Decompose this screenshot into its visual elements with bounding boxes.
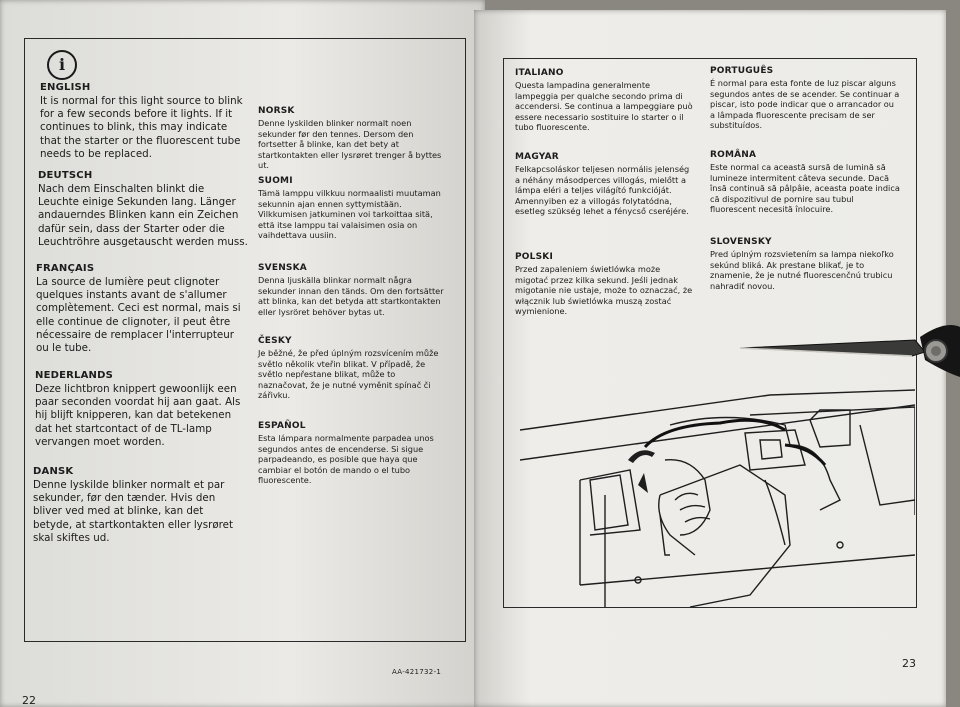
section-cesky: ČESKY Je běžné, že před úplným rozsvícen… bbox=[258, 336, 446, 401]
section-heading: NORSK bbox=[258, 106, 295, 116]
section-heading: DANSK bbox=[33, 466, 74, 477]
section-text: Tämä lamppu vilkkuu normaalisti muutaman… bbox=[258, 188, 441, 240]
section-deutsch: DEUTSCH Nach dem Einschalten blinkt die … bbox=[38, 170, 248, 249]
scissors bbox=[740, 324, 960, 377]
section-text: Felkapcsoláskor teljesen normális jelens… bbox=[515, 164, 690, 216]
starter-replacement-illustration bbox=[520, 389, 915, 607]
page-number-right: 23 bbox=[902, 657, 916, 670]
section-heading: ITALIANO bbox=[515, 68, 564, 78]
section-text: Denne lyskilde blinker normalt et par se… bbox=[33, 479, 234, 544]
section-polski: POLSKI Przed zapaleniem świetlówka może … bbox=[515, 252, 695, 317]
section-text: Pred úplným rozsvietením sa lampa niekoľ… bbox=[710, 249, 894, 291]
section-heading: NEDERLANDS bbox=[35, 370, 114, 381]
section-text: Przed zapaleniem świetlówka może migotać… bbox=[515, 264, 693, 316]
section-text: É normal para esta fonte de luz piscar a… bbox=[710, 78, 900, 130]
section-text: Questa lampadina generalmente lampeggia … bbox=[515, 80, 693, 132]
section-heading: ROMÂNA bbox=[710, 150, 757, 160]
section-heading: POLSKI bbox=[515, 252, 553, 262]
section-suomi: SUOMI Tämä lamppu vilkkuu normaalisti mu… bbox=[258, 176, 446, 241]
info-icon: i bbox=[47, 50, 77, 80]
section-text: Deze lichtbron knippert gewoonlijk een p… bbox=[35, 383, 241, 448]
section-heading: FRANÇAIS bbox=[36, 263, 95, 274]
section-text: Denna ljuskälla blinkar normalt några se… bbox=[258, 275, 444, 317]
section-romana: ROMÂNA Este normal ca această sursă de l… bbox=[710, 150, 900, 215]
section-heading: MAGYAR bbox=[515, 152, 559, 162]
section-norsk: NORSK Denne lyskilden blinker normalt no… bbox=[258, 106, 446, 171]
section-text: Esta lámpara normalmente parpadea unos s… bbox=[258, 433, 434, 485]
section-italiano: ITALIANO Questa lampadina generalmente l… bbox=[515, 68, 695, 133]
right-page bbox=[474, 10, 946, 707]
section-heading: SLOVENSKY bbox=[710, 237, 772, 247]
section-magyar: MAGYAR Felkapcsoláskor teljesen normális… bbox=[515, 152, 695, 217]
section-heading: ESPAÑOL bbox=[258, 421, 306, 431]
section-english: ENGLISH It is normal for this light sour… bbox=[40, 82, 250, 161]
section-heading: DEUTSCH bbox=[38, 170, 93, 181]
section-svenska: SVENSKA Denna ljuskälla blinkar normalt … bbox=[258, 263, 446, 317]
left-page-frame bbox=[24, 38, 466, 642]
left-page bbox=[0, 0, 485, 707]
product-code: AA-421732-1 bbox=[392, 668, 442, 676]
section-text: Denne lyskilden blinker normalt noen sek… bbox=[258, 118, 442, 170]
section-francais: FRANÇAIS La source de lumière peut clign… bbox=[36, 263, 248, 355]
page-number-left: 22 bbox=[22, 694, 36, 707]
section-heading: SUOMI bbox=[258, 176, 293, 186]
section-nederlands: NEDERLANDS Deze lichtbron knippert gewoo… bbox=[35, 370, 247, 449]
section-heading: SVENSKA bbox=[258, 263, 307, 273]
section-slovensky: SLOVENSKY Pred úplným rozsvietením sa la… bbox=[710, 237, 900, 291]
section-heading: ENGLISH bbox=[40, 82, 91, 93]
section-portugues: PORTUGUÊS É normal para esta fonte de lu… bbox=[710, 66, 900, 131]
section-heading: PORTUGUÊS bbox=[710, 66, 774, 76]
right-page-frame bbox=[503, 58, 917, 608]
section-text: La source de lumière peut clignoter quel… bbox=[36, 276, 241, 354]
section-dansk: DANSK Denne lyskilde blinker normalt et … bbox=[33, 466, 245, 545]
section-text: Nach dem Einschalten blinkt die Leuchte … bbox=[38, 183, 248, 248]
section-text: Je běžné, že před úplným rozsvícením můž… bbox=[258, 348, 439, 400]
section-text: Este normal ca această sursă de lumină s… bbox=[710, 162, 900, 214]
section-text: It is normal for this light source to bl… bbox=[40, 95, 243, 160]
section-heading: ČESKY bbox=[258, 336, 292, 346]
section-espanol: ESPAÑOL Esta lámpara normalmente parpade… bbox=[258, 421, 446, 486]
